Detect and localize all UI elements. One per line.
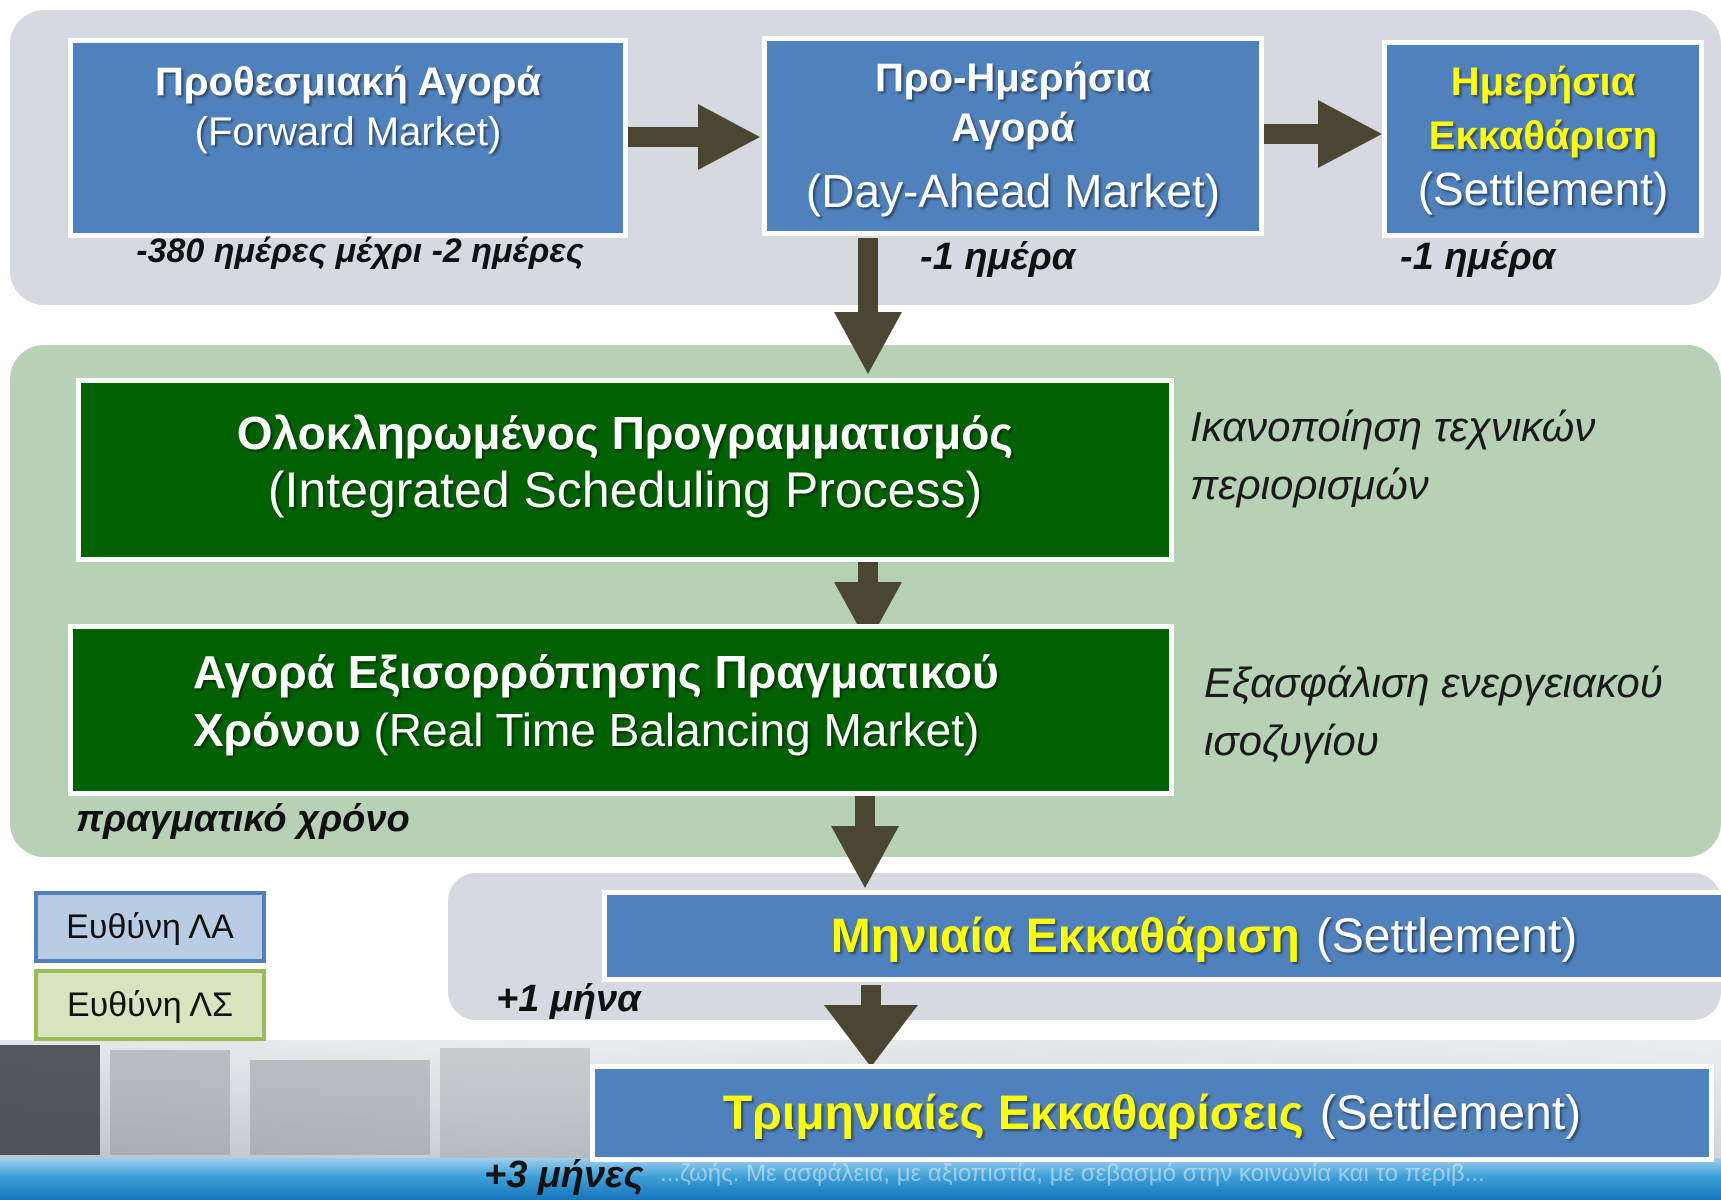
day-ahead-timing: -1 ημέρα	[920, 236, 1076, 278]
daily-settlement-subtitle: (Settlement)	[1417, 163, 1669, 215]
day-ahead-market-subtitle: (Day-Ahead Market)	[805, 165, 1221, 217]
monthly-settlement-subtitle: (Settlement)	[1315, 909, 1578, 963]
quarterly-settlement-subtitle: (Settlement)	[1319, 1086, 1582, 1140]
legend-la-label: Ευθύνη ΛΑ	[66, 907, 234, 946]
monthly-settlement-box: Μηνιαία Εκκαθάριση (Settlement)	[602, 890, 1721, 982]
arrow-dayahead-to-settlement	[1264, 100, 1382, 168]
integrated-scheduling-subtitle: (Integrated Scheduling Process)	[267, 462, 983, 518]
monthly-settlement-timing: +1 μήνα	[496, 978, 641, 1020]
photo-element	[250, 1060, 430, 1155]
monthly-settlement-title: Μηνιαία Εκκαθάριση	[830, 909, 1300, 963]
forward-market-timing: -380 ημέρες μέχρι -2 ημέρες	[136, 232, 584, 270]
quarterly-settlement-box: Τριμηνιαίες Εκκαθαρίσεις (Settlement)	[590, 1064, 1714, 1162]
forward-market-subtitle: (Forward Market)	[194, 110, 502, 154]
legend-ls-label: Ευθύνη ΛΣ	[67, 985, 233, 1024]
daily-settlement-timing: -1 ημέρα	[1400, 236, 1556, 278]
legend-ls: Ευθύνη ΛΣ	[34, 969, 266, 1041]
arrow-forward-to-dayahead	[628, 104, 760, 170]
daily-settlement-title: Ημερήσια Εκκαθάριση	[1428, 60, 1658, 158]
footer-bar	[0, 1158, 1721, 1200]
arrow-monthly-to-quarterly	[824, 985, 918, 1067]
photo-element	[0, 1045, 100, 1155]
balancing-market-title: Αγορά Εξισορρόπησης Πραγματικού Χρόνου	[193, 646, 999, 756]
photo-element	[440, 1048, 590, 1158]
arrow-balancing-to-monthly	[831, 785, 899, 888]
balancing-market-timing: πραγματικό χρόνο	[76, 798, 410, 840]
legend-la: Ευθύνη ΛΑ	[34, 891, 266, 963]
forward-market-title: Προθεσμιακή Αγορά	[155, 60, 541, 104]
quarterly-settlement-timing: +3 μήνες	[484, 1154, 644, 1196]
arrow-dayahead-to-integrated	[834, 238, 902, 374]
integrated-scheduling-note: Ικανοποίηση τεχνικών περιορισμών	[1190, 403, 1596, 508]
balancing-market-note: Εξασφάλιση ενεργειακού ισοζυγίου	[1204, 659, 1663, 764]
photo-element	[110, 1050, 230, 1155]
integrated-scheduling-box: Ολοκληρωμένος Προγραμματισμός (Integrate…	[76, 378, 1174, 562]
footer-slogan: ...ζωής. Με ασφάλεια, με αξιοπιστία, με …	[660, 1160, 1485, 1187]
forward-market-box: Προθεσμιακή Αγορά (Forward Market)	[68, 38, 628, 238]
balancing-market-box: Αγορά Εξισορρόπησης Πραγματικού Χρόνου (…	[68, 624, 1174, 796]
integrated-scheduling-title: Ολοκληρωμένος Προγραμματισμός	[236, 407, 1014, 459]
balancing-market-subtitle: (Real Time Balancing Market)	[373, 704, 980, 756]
quarterly-settlement-title: Τριμηνιαίες Εκκαθαρίσεις	[722, 1086, 1304, 1140]
day-ahead-market-title: Προ-Ημερήσια Αγορά	[875, 56, 1151, 150]
daily-settlement-box: Ημερήσια Εκκαθάριση (Settlement)	[1382, 40, 1704, 238]
day-ahead-market-box: Προ-Ημερήσια Αγορά (Day-Ahead Market)	[762, 36, 1264, 236]
